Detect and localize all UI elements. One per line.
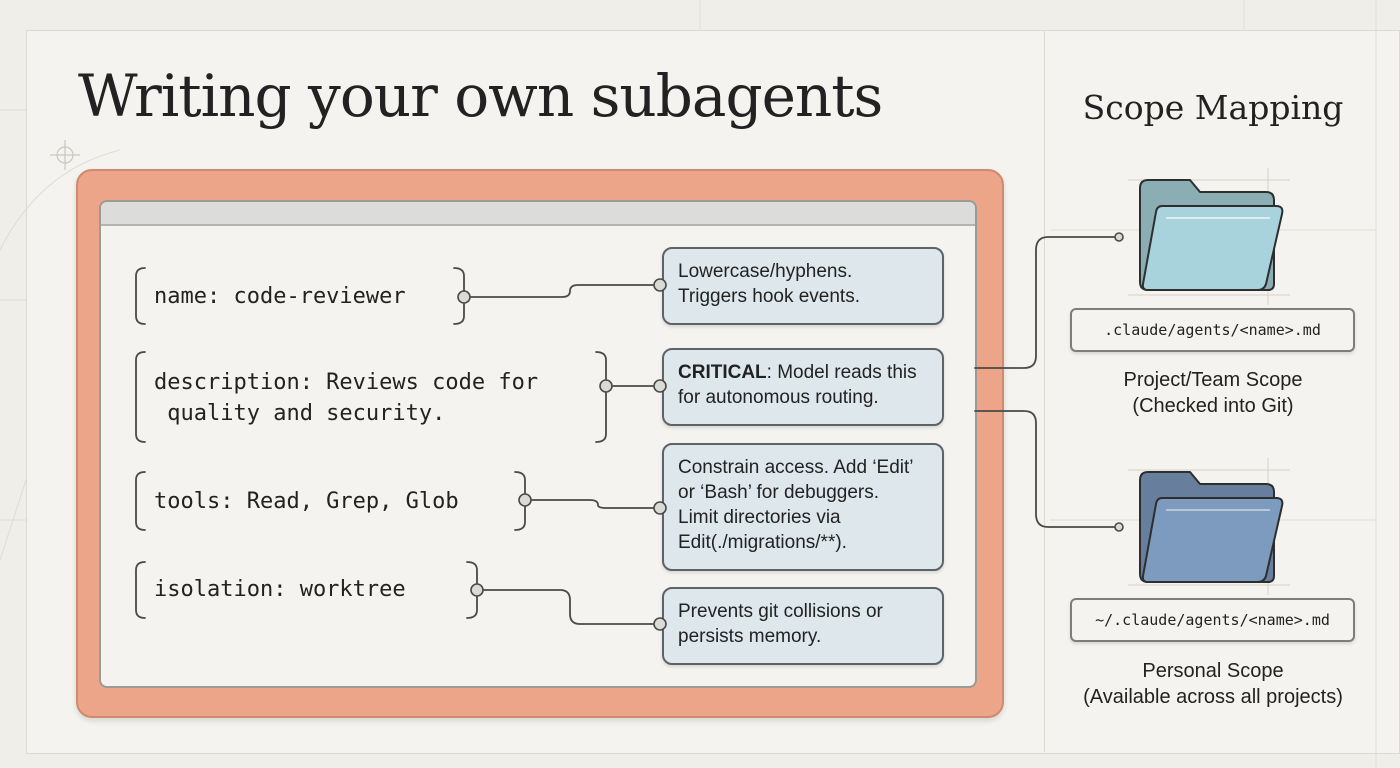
connector-dot-tools-end: [653, 501, 667, 515]
code-line-tools: tools: Read, Grep, Glob: [154, 489, 459, 514]
bracket-name-left: [135, 267, 146, 325]
note-description-text: : Model reads this for autonomous routin…: [678, 362, 917, 408]
code-line-description: description: Reviews code for quality an…: [154, 370, 539, 426]
bracket-tools-left: [135, 471, 146, 531]
connector-dot-tools-start: [518, 493, 532, 507]
personal-scope-path-text: ~/.claude/agents/<name>.md: [1095, 611, 1330, 629]
note-isolation-text: Prevents git collisions or persists memo…: [678, 601, 883, 647]
bracket-description-left: [135, 351, 146, 443]
connector-name: [463, 284, 661, 298]
note-name-text: Lowercase/hyphens. Triggers hook events.: [678, 261, 860, 307]
personal-scope-caption: Personal Scope (Available across all pro…: [1083, 660, 1343, 708]
note-description-bold: CRITICAL: [678, 362, 767, 383]
connector-project-scope: [974, 236, 1120, 369]
window-title-bar: [101, 202, 975, 226]
note-name: Lowercase/hyphens. Triggers hook events.: [662, 247, 944, 325]
connector-dot-name-start: [457, 290, 471, 304]
note-description: CRITICAL: Model reads this for autonomou…: [662, 348, 944, 426]
folder-project-icon: [1139, 179, 1284, 291]
note-tools-text: Constrain access. Add ‘Edit’ or ‘Bash’ f…: [678, 457, 914, 553]
connector-tools: [524, 499, 661, 509]
panel-divider: [1044, 30, 1045, 752]
code-line-name: name: code-reviewer: [154, 284, 406, 309]
connector-dot-isolation-end: [653, 617, 667, 631]
connector-isolation: [476, 589, 661, 625]
note-isolation: Prevents git collisions or persists memo…: [662, 587, 944, 665]
personal-scope-path: ~/.claude/agents/<name>.md: [1070, 598, 1355, 642]
scope-mapping-title: Scope Mapping: [1082, 88, 1344, 127]
connector-personal-scope: [974, 410, 1120, 528]
crosshair-icon: [50, 140, 80, 170]
connector-dot-description-start: [599, 379, 613, 393]
project-scope-path-text: .claude/agents/<name>.md: [1104, 321, 1321, 339]
note-tools: Constrain access. Add ‘Edit’ or ‘Bash’ f…: [662, 443, 944, 571]
bracket-description-right: [595, 351, 607, 443]
project-scope-caption: Project/Team Scope (Checked into Git): [1123, 369, 1303, 417]
connector-dot-description-end: [653, 379, 667, 393]
folder-personal-icon: [1139, 471, 1284, 583]
bracket-isolation-left: [135, 561, 146, 619]
code-line-isolation: isolation: worktree: [154, 577, 406, 602]
project-scope-path: .claude/agents/<name>.md: [1070, 308, 1355, 352]
connector-dot-project-scope: [1114, 232, 1124, 242]
connector-dot-name-end: [653, 278, 667, 292]
page-title: Writing your own subagents: [78, 62, 883, 130]
connector-dot-personal-scope: [1114, 522, 1124, 532]
connector-dot-isolation-start: [470, 583, 484, 597]
